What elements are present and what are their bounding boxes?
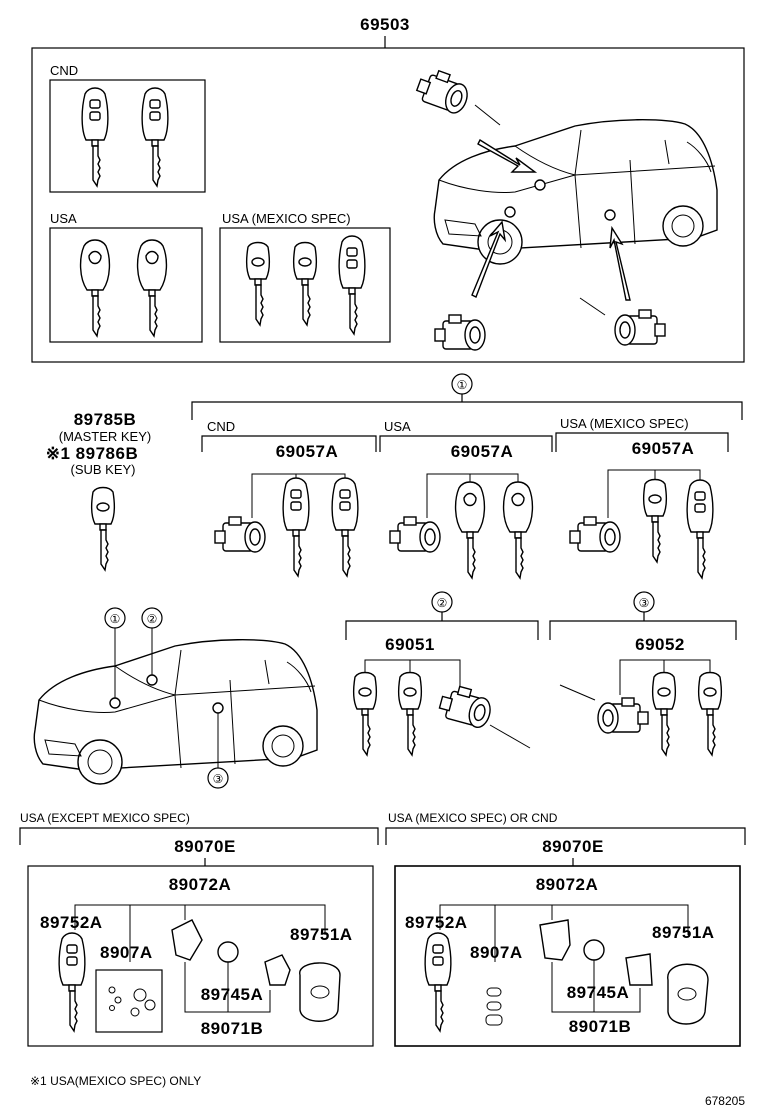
remote-left-assembly: 89070E <box>174 837 236 856</box>
remote-right-header: USA (MEXICO SPEC) OR CND <box>388 811 558 825</box>
remote-left-sub-assembly: 89072A <box>169 875 232 894</box>
remote-left-kit-pn: 8907A <box>100 943 153 962</box>
footnote: ※1 USA(MEXICO SPEC) ONLY <box>30 1074 201 1088</box>
top-part-number: 69503 <box>360 15 410 34</box>
usa-set-key-1 <box>454 481 486 579</box>
set3-key-1 <box>651 671 677 756</box>
remote-right-case-half <box>539 919 571 961</box>
cnd-cylinder <box>214 516 266 553</box>
remote-right-key <box>424 932 452 1032</box>
master-key-illustration <box>90 486 116 571</box>
usa-oval-key-1 <box>79 239 111 337</box>
callout-2-set: ② <box>437 596 448 610</box>
cnd-remote-key-1 <box>81 87 109 187</box>
remote-right-key-pn: 89752A <box>405 913 468 932</box>
remote-right-transmitter <box>667 963 709 1025</box>
remote-right-battery-pn: 89745A <box>567 983 630 1002</box>
top-car-illustration <box>433 119 718 265</box>
master-key-desc: (MASTER KEY) <box>59 429 151 444</box>
cnd-set-key-1 <box>282 477 310 577</box>
door-set-3-pn: 69052 <box>635 635 685 654</box>
set2-key-1 <box>352 671 378 756</box>
mexico-remote-key <box>338 235 366 335</box>
callout-1-car: ① <box>110 612 121 626</box>
cyl-set-mexico-pn: 69057A <box>632 439 695 458</box>
remote-left-cover <box>264 954 291 986</box>
usa-oval-key-2 <box>136 239 168 337</box>
set2-door-lock <box>436 682 496 731</box>
cyl-set-usa-label: USA <box>384 419 411 434</box>
remote-left-key-pn: 89752A <box>40 913 103 932</box>
label-cnd: CND <box>50 63 78 78</box>
remote-right-battery <box>583 939 605 961</box>
remote-left-case-half <box>171 919 203 961</box>
remote-right-sub-assembly: 89072A <box>536 875 599 894</box>
cyl-set-mexico-label: USA (MEXICO SPEC) <box>560 416 689 431</box>
mexico-plain-key-2 <box>292 241 318 326</box>
remote-left-header: USA (EXCEPT MEXICO SPEC) <box>20 811 190 825</box>
set2-key-2 <box>397 671 423 756</box>
cyl-set-cnd-pn: 69057A <box>276 442 339 461</box>
top-cylinder-lower-right <box>614 309 666 346</box>
mexico-set-key-1 <box>642 478 668 563</box>
set3-key-2 <box>697 671 723 756</box>
callout-2-car: ② <box>147 612 158 626</box>
door-set-2-pn: 69051 <box>385 635 435 654</box>
mexico-plain-key-1 <box>245 241 271 326</box>
sub-key-pn: ※1 89786B <box>46 444 138 463</box>
remote-right-case-pn: 89071B <box>569 1017 632 1036</box>
remote-right-assembly: 89070E <box>542 837 604 856</box>
mid-car-illustration <box>33 639 318 785</box>
remote-left-battery <box>217 941 239 963</box>
usa-set-key-2 <box>502 481 534 579</box>
cyl-set-usa-pn: 69057A <box>451 442 514 461</box>
cnd-set-key-2 <box>331 477 359 577</box>
sub-key-desc: (SUB KEY) <box>70 462 135 477</box>
mexico-cylinder <box>569 516 621 553</box>
usa-cylinder <box>389 516 441 553</box>
cyl-set-cnd-label: CND <box>207 419 235 434</box>
set3-door-lock <box>597 697 649 734</box>
remote-left-battery-pn: 89745A <box>201 985 264 1004</box>
remote-left-transmitter <box>299 962 341 1022</box>
top-cylinder-upper <box>412 65 474 117</box>
diagram-id: 678205 <box>705 1094 745 1108</box>
remote-left-transmitter-pn: 89751A <box>290 925 353 944</box>
callout-1-top: ① <box>457 378 468 392</box>
remote-left-key <box>58 932 86 1032</box>
mexico-set-key-2 <box>686 479 714 579</box>
master-key-pn: 89785B <box>74 410 137 429</box>
remote-right-kit-pn: 8907A <box>470 943 523 962</box>
label-usa-mexico: USA (MEXICO SPEC) <box>222 211 351 226</box>
remote-right-cover <box>625 953 653 986</box>
remote-left-case-pn: 89071B <box>201 1019 264 1038</box>
remote-right-transmitter-pn: 89751A <box>652 923 715 942</box>
cnd-remote-key-2 <box>141 87 169 187</box>
top-cylinder-lower-left <box>434 314 486 351</box>
callout-3-car: ③ <box>213 772 224 786</box>
label-usa: USA <box>50 211 77 226</box>
callout-3-set: ③ <box>639 596 650 610</box>
